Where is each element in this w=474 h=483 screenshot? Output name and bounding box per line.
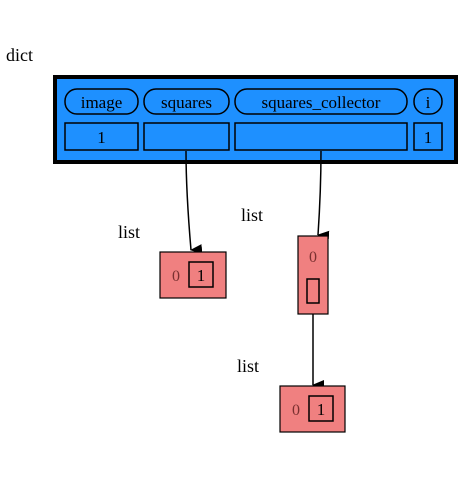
dict-key-squares-collector: squares_collector xyxy=(262,93,381,112)
dict-value-cell-squares xyxy=(143,122,230,151)
dict-key-pill-squares xyxy=(143,88,230,115)
dict-key-image: image xyxy=(81,93,123,112)
dict-value-i: 1 xyxy=(424,128,433,147)
dict-node: image squares squares_collector i 1 1 xyxy=(53,75,458,164)
dict-key-pill-image xyxy=(64,88,139,115)
list-item-value: 1 xyxy=(197,266,206,285)
dict-value-cell-image xyxy=(64,122,139,151)
dict-key-squares: squares xyxy=(161,93,212,112)
dict-value-cell-squares-collector xyxy=(234,122,408,151)
list-node-squares: 0 1 xyxy=(159,251,227,299)
dict-value-image: 1 xyxy=(97,128,106,147)
dict-key-i: i xyxy=(426,93,431,112)
list-label-squares-collector: list xyxy=(241,205,263,225)
list-item-cell xyxy=(308,395,334,422)
list-label-nested: list xyxy=(237,356,259,376)
list-index: 0 xyxy=(309,249,317,266)
dict-key-pill-squares-collector xyxy=(234,88,408,115)
list-label-squares: list xyxy=(118,222,140,242)
dict-label: dict xyxy=(6,45,33,65)
list-node-nested: 0 1 xyxy=(279,385,346,433)
dict-key-pill-i xyxy=(413,88,443,115)
list-index: 0 xyxy=(172,268,180,285)
arrow-squares-to-list xyxy=(185,150,203,255)
arrow-squares-collector-to-list xyxy=(317,150,330,241)
list-index: 0 xyxy=(292,402,300,419)
list-item-cell xyxy=(188,261,214,288)
list-item-cell xyxy=(306,278,320,304)
dict-value-cell-i xyxy=(413,122,443,151)
list-item-value: 1 xyxy=(317,400,326,419)
list-node-squares-collector: 0 xyxy=(297,235,329,315)
